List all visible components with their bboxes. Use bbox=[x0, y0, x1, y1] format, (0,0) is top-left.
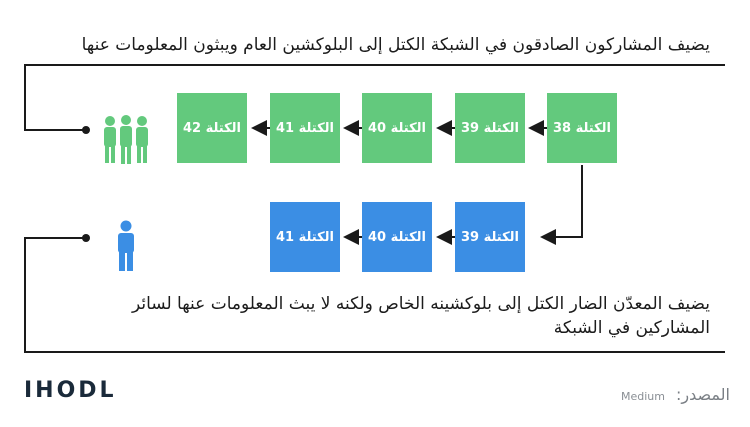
public-block-38: الكتلة 38 bbox=[547, 93, 617, 163]
source-name: Medium bbox=[620, 390, 665, 403]
private-block-39: الكتلة 39 bbox=[455, 202, 525, 272]
public-block-40: الكتلة 40 bbox=[362, 93, 432, 163]
bottom-frame-line bbox=[24, 237, 725, 353]
public-block-42: الكتلة 42 bbox=[177, 93, 247, 163]
honest-participants-caption: يضيف المشاركون الصادقون في الشبكة الكتل … bbox=[81, 35, 710, 55]
malicious-miner-caption: يضيف المعدّن الضار الكتل إلى بلوكشينه ال… bbox=[132, 294, 710, 338]
single-person-icon bbox=[118, 220, 134, 271]
top-frame-line bbox=[24, 64, 725, 131]
source-label: المصدر: bbox=[676, 385, 730, 404]
bottom-frame-dot bbox=[82, 234, 90, 242]
fork-arrow bbox=[540, 165, 583, 245]
public-block-39: الكتلة 39 bbox=[455, 93, 525, 163]
source-credit: المصدر: Medium bbox=[621, 385, 730, 404]
top-frame-dot bbox=[82, 126, 90, 134]
group-of-people-icon bbox=[104, 115, 148, 164]
ihodl-logo: IHODL bbox=[24, 378, 117, 403]
private-block-41: الكتلة 41 bbox=[270, 202, 340, 272]
private-block-40: الكتلة 40 bbox=[362, 202, 432, 272]
public-block-41: الكتلة 41 bbox=[270, 93, 340, 163]
